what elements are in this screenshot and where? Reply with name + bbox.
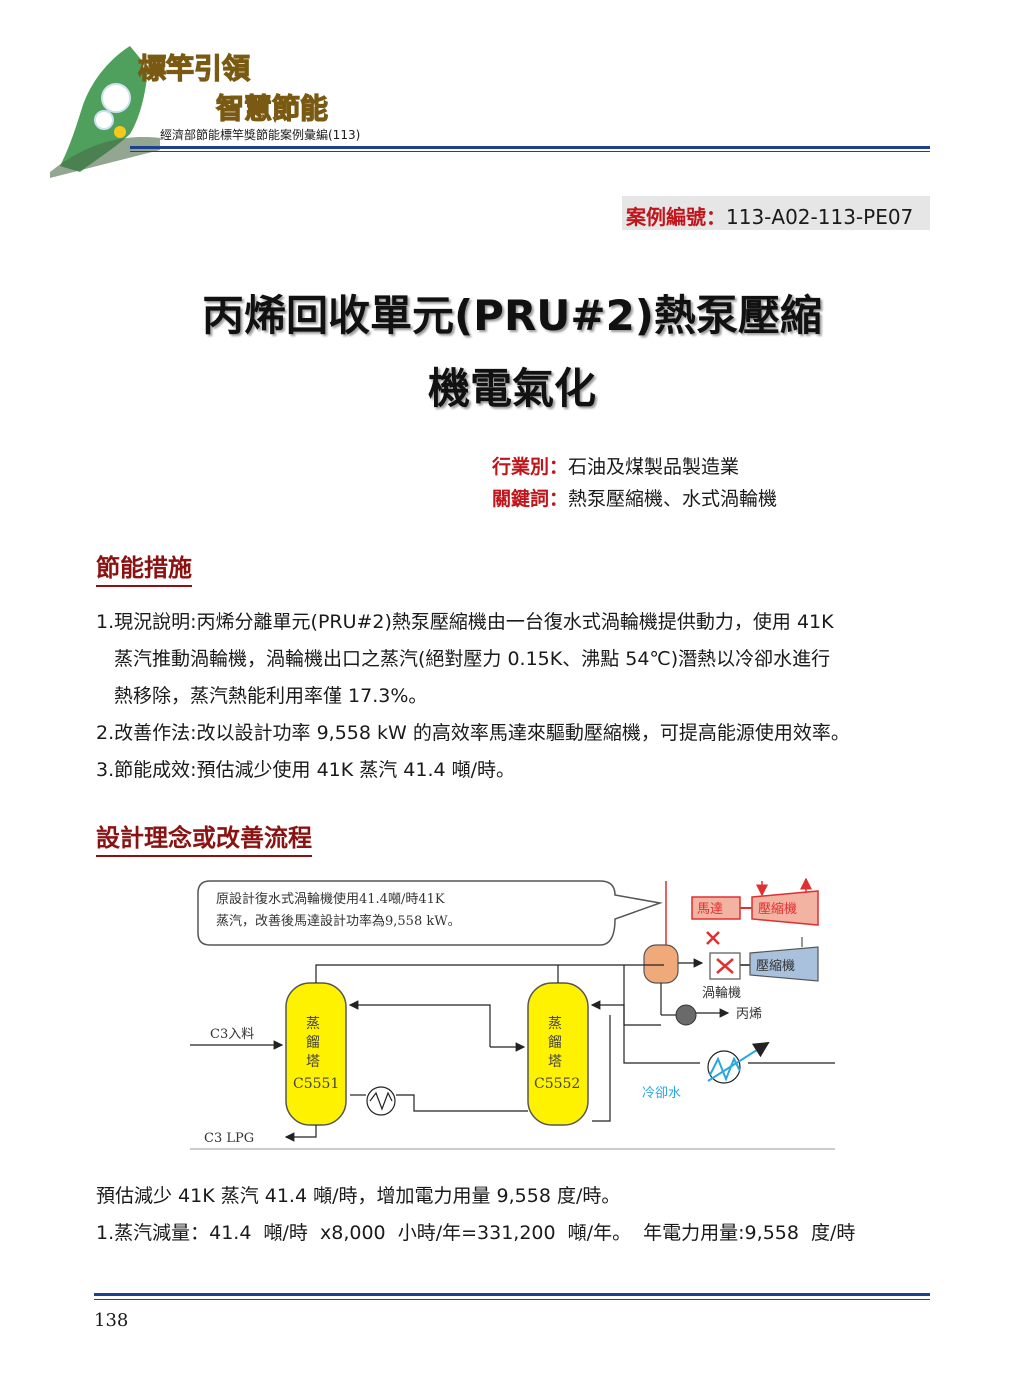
case-number-value: 113-A02-113-PE07 <box>726 205 914 229</box>
accumulator-drum <box>643 944 679 984</box>
measure-line-1: 1.現況說明:丙烯分離單元(PRU#2)熱泵壓縮機由一台復水式渦輪機提供動力，使… <box>96 611 834 633</box>
footer-rule <box>94 1293 930 1296</box>
keywords-line: 關鍵詞：熱泵壓縮機、水式渦輪機 <box>492 484 777 511</box>
cooling-water-label: 冷卻水 <box>642 1086 681 1101</box>
measure-line-2: 蒸汽推動渦輪機，渦輪機出口之蒸汽(絕對壓力 0.15K、沸點 54℃)潛熱以冷卻… <box>114 648 831 670</box>
compressor-old-label: 壓縮機 <box>756 958 795 974</box>
callout-bubble <box>197 880 663 946</box>
motor-label: 馬達 <box>697 902 723 917</box>
section-heading-measures: 節能措施 <box>96 548 192 587</box>
tower2-id: C5552 <box>534 1076 580 1092</box>
removed-link-x-icon <box>706 931 720 945</box>
lpg-label: C3 LPG <box>204 1131 254 1146</box>
section-heading-design: 設計理念或改善流程 <box>96 818 312 857</box>
tower1-id: C5551 <box>293 1076 339 1092</box>
case-number-label: 案例編號： <box>626 205 726 229</box>
measure-line-3: 熱移除，蒸汽熱能利用率僅 17.3%。 <box>114 685 428 707</box>
footer-rule-thin <box>94 1299 930 1300</box>
turbine-label: 渦輪機 <box>702 985 741 1001</box>
tower1-label-char3: 塔 <box>306 1054 320 1070</box>
callout-line-1: 原設計復水式渦輪機使用41.4噸/時41K <box>216 891 445 907</box>
process-diagram: 原設計復水式渦輪機使用41.4噸/時41K 蒸汽，改善後馬達設計功率為9,558… <box>190 877 835 1150</box>
turbine-removed-x-icon <box>716 958 734 974</box>
reboiler-exchanger-icon <box>366 1086 396 1116</box>
tower1-label-char1: 蒸 <box>306 1016 320 1032</box>
island-shape-icon <box>60 46 148 172</box>
propylene-label: 丙烯 <box>736 1007 762 1022</box>
logo-line-1: 標竿引領 <box>138 52 250 85</box>
industry-line: 行業別：石油及煤製品製造業 <box>492 452 739 479</box>
tower2-label-char3: 塔 <box>548 1054 562 1070</box>
page-title-line-2: 機電氣化 <box>427 364 596 413</box>
industry-label: 行業別： <box>492 456 569 478</box>
dandelion-icon <box>101 83 131 113</box>
case-number-box <box>622 196 930 230</box>
page-number: 138 <box>94 1310 129 1331</box>
tower2-label-char2: 餾 <box>548 1035 562 1051</box>
page-title-line-1: 丙烯回收單元(PRU#2)熱泵壓縮 <box>201 291 823 340</box>
tower2-label-char1: 蒸 <box>548 1016 562 1032</box>
measure-line-4: 2.改善作法:改以設計功率 9,558 kW 的高效率馬達來驅動壓縮機，可提高能… <box>96 722 850 744</box>
callout-line-2: 蒸汽，改善後馬達設計功率為9,558 kW。 <box>216 913 461 929</box>
keywords-label: 關鍵詞： <box>492 488 569 510</box>
case-number-line: 案例編號：113-A02-113-PE07 <box>626 201 913 230</box>
industry-value: 石油及煤製品製造業 <box>568 456 740 478</box>
header-rule <box>130 146 930 149</box>
keywords-value: 熱泵壓縮機、水式渦輪機 <box>568 488 778 510</box>
pump-icon <box>675 1004 697 1026</box>
tower1-label-char2: 餾 <box>306 1035 320 1051</box>
feed-label: C3入料 <box>210 1027 254 1042</box>
measure-line-5: 3.節能成效:預估減少使用 41K 蒸汽 41.4 噸/時。 <box>96 759 516 781</box>
results-line-1: 預估減少 41K 蒸汽 41.4 噸/時，增加電力用量 9,558 度/時。 <box>96 1185 621 1207</box>
logo-line-2: 智慧節能 <box>216 92 328 125</box>
compressor-old-shape <box>749 946 819 982</box>
compressor-new-shape <box>751 890 819 926</box>
header-logo: 標竿引領 智慧節能 <box>50 46 329 178</box>
header-subtitle: 經濟部節能標竿獎節能案例彙編(113) <box>160 128 361 142</box>
header-rule-thin <box>130 151 930 152</box>
results-line-2: 1.蒸汽減量：41.4 噸/時 x8,000 小時/年=331,200 噸/年。… <box>96 1222 856 1244</box>
compressor-new-label: 壓縮機 <box>758 901 797 917</box>
